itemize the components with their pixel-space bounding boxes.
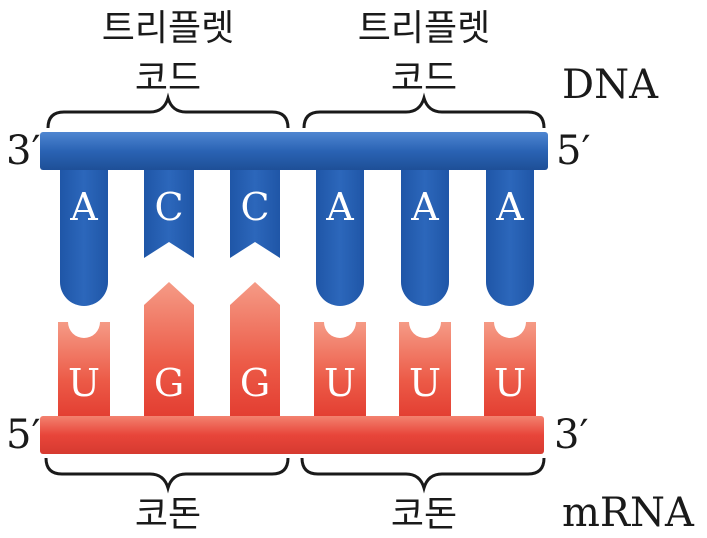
mrna-base: G [240, 361, 270, 405]
mrna-tooth-pointed [144, 282, 194, 420]
dna-five-prime-label: 5′ [556, 128, 591, 174]
mrna-tooth-cupped [484, 322, 536, 420]
dna-base: A [495, 185, 524, 229]
mrna-teeth [58, 282, 536, 420]
dna-teeth [60, 168, 534, 306]
codon-brace-1 [44, 457, 290, 494]
mrna-base: U [494, 361, 526, 405]
mrna-base: U [68, 361, 100, 405]
dna-tooth-rounded [401, 168, 449, 306]
mrna-tooth-pointed [230, 282, 280, 420]
triplet-code-label-2-line2: 코드 [391, 58, 457, 99]
triplet-code-label-1-line1: 트리플렛 [102, 8, 234, 49]
dna-three-prime-label: 3′ [6, 128, 41, 174]
mrna-tooth-cupped [58, 322, 110, 420]
dna-label: DNA [562, 62, 659, 108]
mrna-strand-bar [40, 416, 544, 454]
triplet-brace-1 [46, 92, 290, 129]
dna-tooth-rounded [60, 168, 108, 306]
triplet-code-label-1-line2: 코드 [135, 58, 201, 99]
mrna-base: U [409, 361, 441, 405]
mrna-base-letters: U G G U U U [68, 361, 526, 405]
mrna-three-prime-label: 3′ [554, 412, 589, 458]
dna-base: A [410, 185, 439, 229]
dna-tooth-notched [144, 168, 194, 258]
triplet-code-label-2-line1: 트리플렛 [358, 8, 490, 49]
mrna-base: U [324, 361, 356, 405]
dna-strand-bar [40, 132, 548, 170]
dna-tooth-notched [230, 168, 280, 258]
mrna-label: mRNA [562, 490, 695, 536]
dna-base: A [69, 185, 98, 229]
codon-label-2: 코돈 [391, 494, 457, 535]
dna-tooth-rounded [316, 168, 364, 306]
triplet-brace-2 [302, 92, 546, 129]
mrna-five-prime-label: 5′ [6, 412, 41, 458]
dna-base: A [325, 185, 354, 229]
codon-label-1: 코돈 [135, 494, 201, 535]
mrna-tooth-cupped [314, 322, 366, 420]
codon-brace-2 [300, 457, 546, 494]
mrna-base: G [154, 361, 184, 405]
dna-base: C [154, 185, 183, 229]
mrna-tooth-cupped [399, 322, 451, 420]
dna-base: C [240, 185, 269, 229]
dna-tooth-rounded [486, 168, 534, 306]
dna-base-letters: A C C A A A [69, 185, 524, 229]
